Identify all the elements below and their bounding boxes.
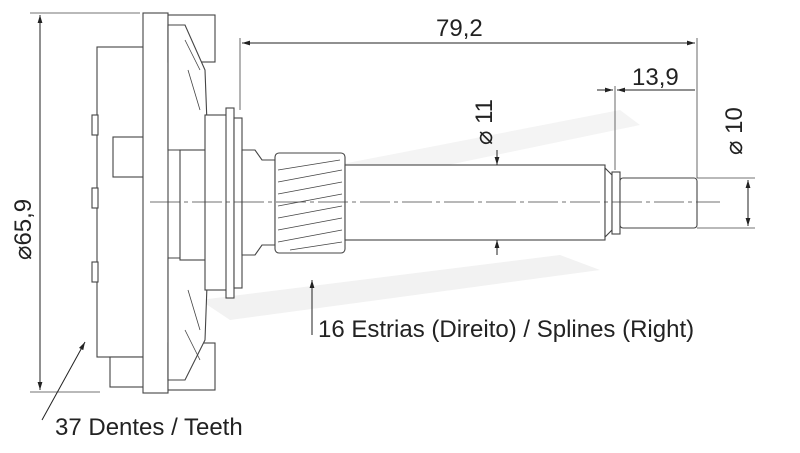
length-dimension: [239, 38, 698, 178]
pinion-gear: [274, 152, 346, 254]
splines-annotation: 16 Estrias (Direito) / Splines (Right): [318, 316, 695, 343]
shaft: [150, 164, 720, 241]
end-diameter-dimension: [697, 177, 755, 229]
teeth-leader: [41, 341, 86, 421]
length-label: 79,2: [436, 15, 483, 42]
gear-housing: [91, 12, 276, 394]
watermark: [200, 255, 600, 320]
end-length-label: 13,9: [632, 64, 679, 91]
teeth-annotation: 37 Dentes / Teeth: [55, 414, 243, 441]
overall-diameter-label: ⌀65,9: [10, 198, 37, 260]
end-diameter-label: ⌀ 10: [721, 107, 748, 155]
overall-diameter-dimension: [30, 12, 140, 393]
end-length-dimension: [597, 86, 695, 170]
shaft-diameter-label: ⌀ 11: [471, 98, 498, 145]
